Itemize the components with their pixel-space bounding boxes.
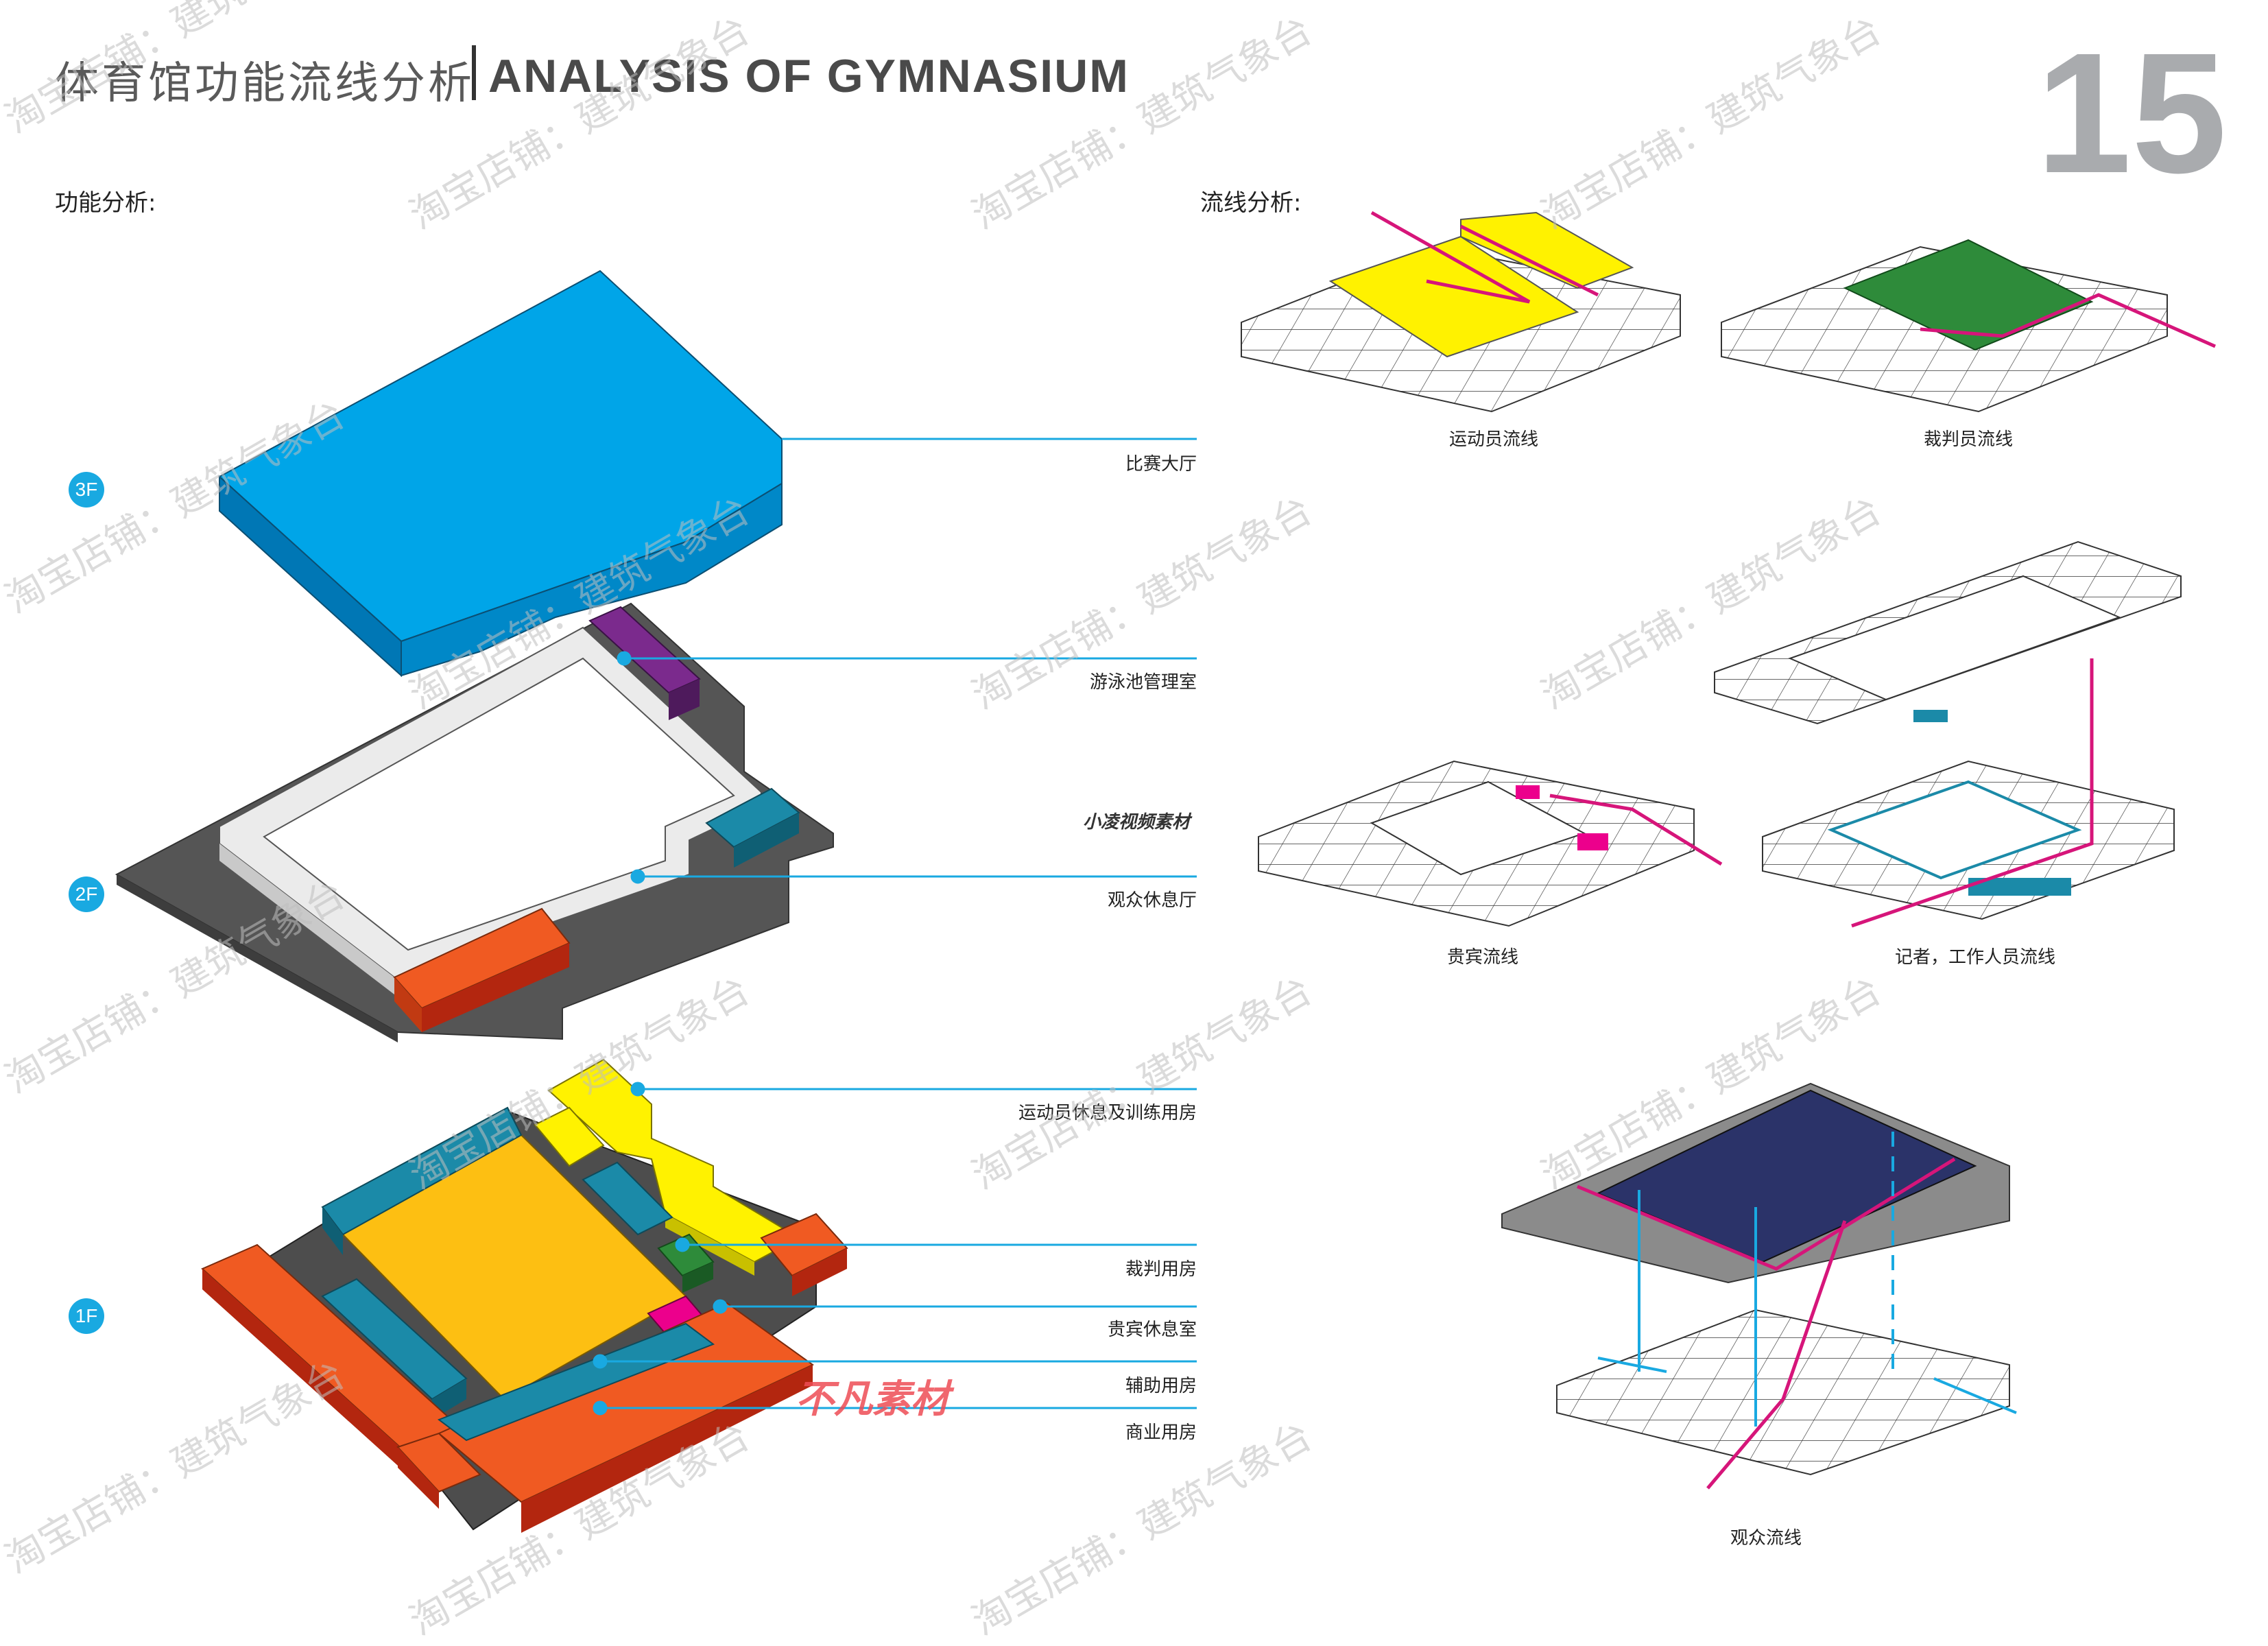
callout-referee-rooms: 裁判用房 [854,1255,1197,1280]
stamp-text: 不凡素材 [796,1368,949,1424]
caption-vip-flow: 贵宾流线 [1346,943,1620,968]
plan-press-flow [1715,542,2181,926]
callout-arena: 比赛大厅 [854,450,1197,475]
gymnasium-analysis-board: 体育馆功能流线分析 ANALYSIS OF GYMNASIUM 15 功能分析:… [0,0,2268,1604]
plan-vip-flow [1258,761,1721,926]
caption-spectator-flow: 观众流线 [1629,1524,1903,1549]
plan-athlete-flow [1241,213,1680,412]
callout-spectator-lounge: 观众休息厅 [854,886,1197,911]
caption-referee-flow: 裁判员流线 [1831,425,2105,451]
callout-vip-lounge: 贵宾休息室 [854,1315,1197,1341]
plan-referee-flow [1721,240,2215,412]
diagram-canvas [0,0,2268,1604]
floor-badge-3f: 3F [69,472,104,508]
caption-press-staff-flow: 记者，工作人员流线 [1838,943,2112,968]
floor-badge-2f: 2F [69,876,104,912]
caption-athlete-flow: 运动员流线 [1357,425,1631,451]
floor-badge-1f: 1F [69,1298,104,1334]
callout-watermark-note: 小凌视频素材 [847,808,1190,833]
